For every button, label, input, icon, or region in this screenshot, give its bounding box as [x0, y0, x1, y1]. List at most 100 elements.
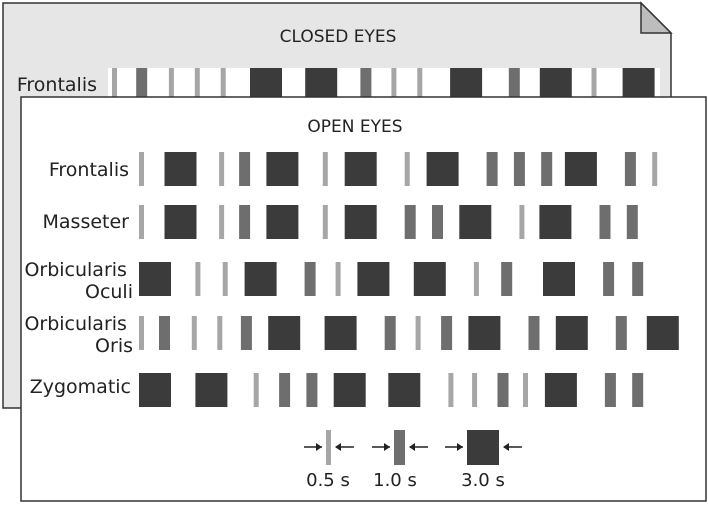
activation-0-5s: [168, 68, 174, 100]
arrow-right-icon: [316, 443, 322, 451]
activation-3-0s: [539, 205, 572, 239]
activation-3-0s: [139, 262, 171, 296]
row-label-orbicularis-oris: Orbicularis Oris: [24, 313, 133, 357]
activation-3-0s: [344, 152, 377, 186]
activation-0-5s: [417, 68, 423, 100]
legend-label-0-5s: 0.5 s: [306, 470, 350, 491]
activation-3-0s: [333, 373, 366, 407]
activation-3-0s: [164, 205, 197, 239]
legend-item-1-0s: 1.0 s: [372, 430, 428, 491]
activation-0-5s: [219, 152, 225, 186]
activation-1-0s: [615, 316, 627, 350]
legend-item-0-5s: 0.5 s: [304, 430, 354, 491]
activation-1-0s: [513, 152, 525, 186]
activation-0-5s: [139, 152, 144, 186]
activation-1-0s: [240, 316, 252, 350]
arrow-right-icon: [384, 443, 390, 451]
open-eyes-sequences: [139, 152, 679, 407]
activation-0-5s: [112, 68, 117, 100]
activation-3-0s: [266, 152, 299, 186]
activation-0-5s: [222, 262, 228, 296]
activation-3-0s: [543, 262, 575, 296]
activation-0-5s: [473, 262, 479, 296]
activation-0-5s: [519, 205, 525, 239]
activation-0-5s: [191, 316, 197, 350]
activation-0-5s: [217, 316, 223, 350]
activation-3-0s: [459, 205, 492, 239]
legend-label-1-0s: 1.0 s: [373, 470, 417, 491]
activation-1-0s: [626, 205, 638, 239]
arrow-left-icon: [503, 443, 509, 451]
legend-item-3-0s: 3.0 s: [445, 430, 522, 491]
legend-swatch-short: [326, 430, 331, 465]
activation-0-5s: [335, 262, 341, 296]
activation-0-5s: [194, 68, 200, 100]
activation-0-5s: [472, 373, 478, 407]
row-label-orbicularis-oculi: Orbicularis Oculi: [24, 259, 133, 303]
activation-3-0s: [344, 205, 377, 239]
arrow-left-icon: [335, 443, 341, 451]
activation-0-5s: [391, 68, 397, 100]
activation-1-0s: [239, 205, 251, 239]
activation-0-5s: [523, 373, 528, 407]
open-row-1: [139, 205, 638, 239]
activation-1-0s: [497, 373, 509, 407]
activation-3-0s: [646, 316, 679, 350]
activation-1-0s: [599, 205, 611, 239]
activation-1-0s: [541, 152, 553, 186]
closed-frontalis-sequence: [112, 68, 655, 100]
row-label-masseter: Masseter: [43, 211, 130, 233]
activation-1-0s: [384, 316, 396, 350]
activation-1-0s: [306, 373, 318, 407]
activation-3-0s: [324, 316, 357, 350]
activation-3-0s: [388, 373, 421, 407]
closed-row-label-frontalis: Frontalis: [17, 74, 97, 96]
closed-panel-title: CLOSED EYES: [280, 27, 397, 47]
activation-0-5s: [139, 316, 144, 350]
activation-3-0s: [413, 262, 446, 296]
activation-1-0s: [404, 205, 416, 239]
open-row-2: [139, 262, 644, 296]
activation-1-0s: [508, 68, 520, 100]
activation-3-0s: [539, 68, 572, 100]
open-row-labels: Frontalis Masseter Orbicularis Oculi Orb…: [24, 159, 133, 398]
activation-0-5s: [139, 205, 144, 239]
open-eyes-panel: OPEN EYES Frontalis Masseter Orbicularis…: [20, 96, 707, 502]
activation-0-5s: [195, 262, 201, 296]
activation-1-0s: [304, 262, 316, 296]
activation-0-5s: [322, 152, 328, 186]
open-row-4: [139, 373, 644, 407]
row-label-frontalis: Frontalis: [49, 159, 129, 181]
activation-0-5s: [404, 152, 410, 186]
activation-0-5s: [322, 205, 328, 239]
activation-1-0s: [624, 152, 636, 186]
arrow-left-icon: [409, 443, 415, 451]
activation-0-5s: [253, 373, 259, 407]
activation-3-0s: [164, 152, 197, 186]
activation-3-0s: [268, 316, 301, 350]
activation-3-0s: [139, 373, 171, 407]
row-label-zygomatic: Zygomatic: [30, 376, 131, 398]
activation-3-0s: [450, 68, 483, 100]
activation-3-0s: [564, 152, 597, 186]
closed-row-strip: [108, 68, 660, 100]
open-row-0: [139, 152, 658, 186]
folded-corner: [640, 1, 673, 34]
open-panel-title: OPEN EYES: [307, 117, 402, 137]
activation-3-0s: [305, 68, 338, 100]
activation-0-5s: [652, 152, 658, 186]
activation-1-0s: [501, 262, 513, 296]
legend-swatch-long: [467, 430, 499, 465]
activation-1-0s: [528, 316, 540, 350]
duration-legend: 0.5 s 1.0 s 3.0 s: [304, 430, 522, 491]
open-row-3: [139, 316, 679, 350]
activation-1-0s: [632, 262, 644, 296]
closed-row-frontalis: [112, 68, 655, 100]
activation-1-0s: [159, 316, 170, 350]
activation-3-0s: [357, 262, 390, 296]
activation-1-0s: [486, 152, 498, 186]
activation-0-5s: [448, 373, 454, 407]
activation-1-0s: [360, 68, 372, 100]
activation-3-0s: [544, 373, 577, 407]
